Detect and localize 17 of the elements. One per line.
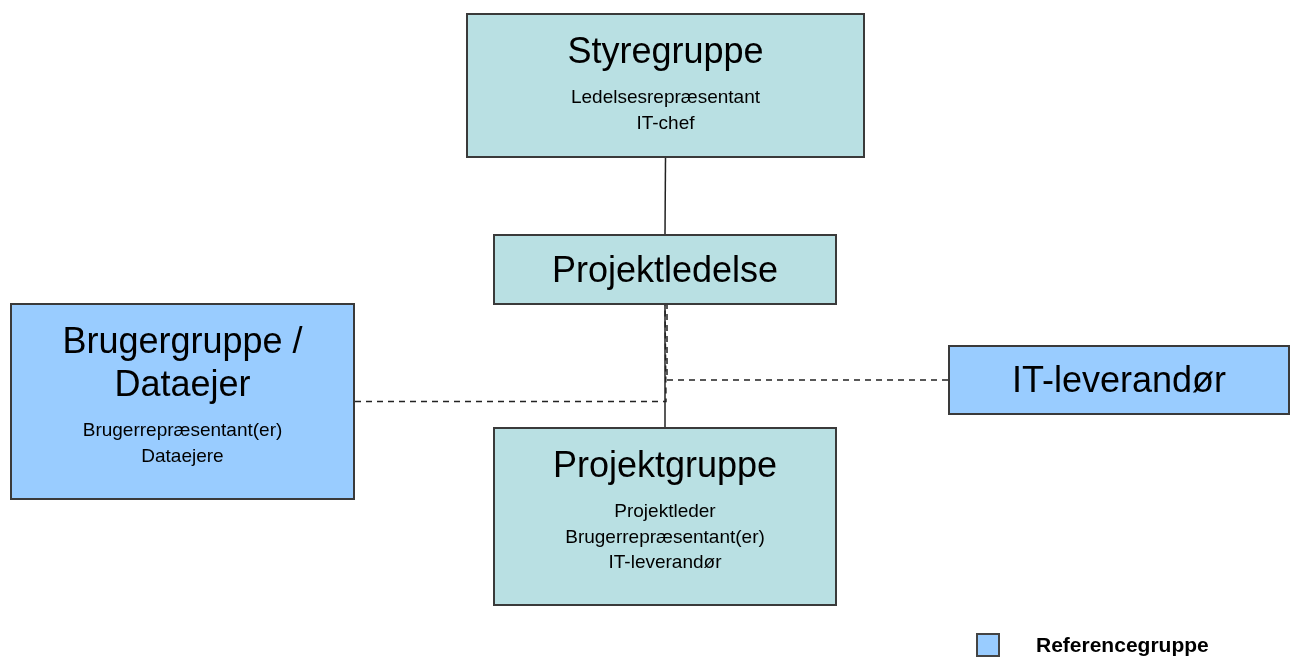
legend-label: Referencegruppe — [1036, 633, 1209, 657]
box-title: Projektgruppe — [552, 443, 778, 487]
member-list: Ledelsesrepræsentant IT-chef — [558, 84, 773, 136]
reference-group-box — [948, 345, 1290, 415]
connector-line — [664, 304, 666, 428]
reference-group-box — [10, 303, 355, 500]
box-title: Brugergruppe / Dataejer — [61, 319, 304, 406]
box-title: Projektledelse — [551, 247, 779, 292]
group-box — [493, 234, 837, 305]
connector-line — [664, 157, 667, 235]
group-box — [466, 13, 865, 158]
group-box — [493, 427, 837, 606]
dashed-connector — [666, 304, 949, 381]
box-title: Styregruppe — [567, 29, 764, 73]
box-title: IT-leverandør — [1011, 358, 1227, 402]
member-list: Brugerrepræsentant(er) Dataejere — [75, 417, 290, 469]
member-list: Projektleder Brugerrepræsentant(er) IT-leverandør — [557, 498, 773, 576]
